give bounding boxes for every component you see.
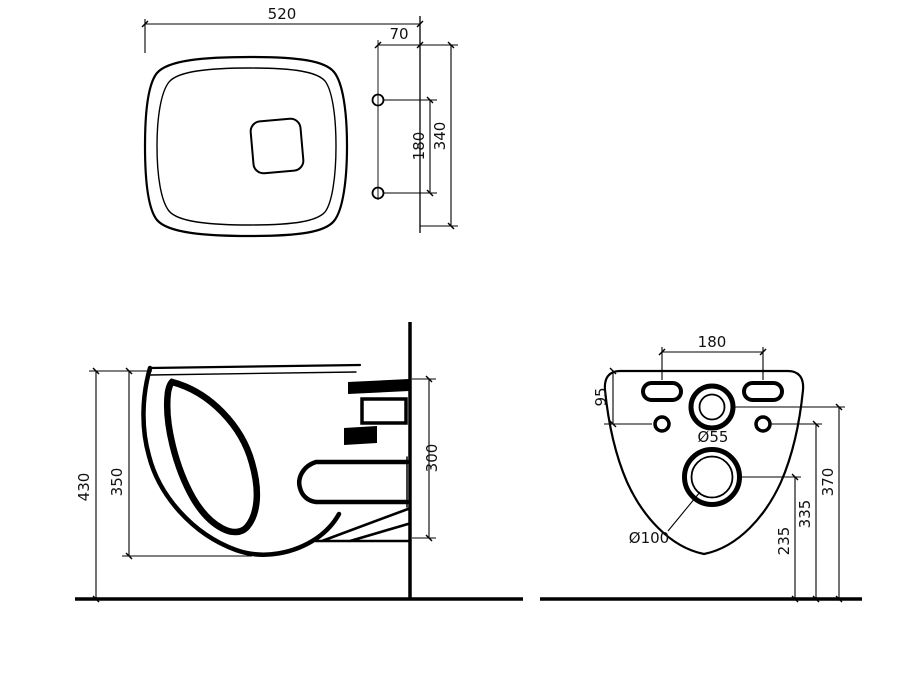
label-outlet-diameter: Ø100 bbox=[629, 491, 701, 547]
dim-label-180-plan: 180 bbox=[410, 132, 428, 161]
rear-body-outline bbox=[603, 369, 805, 556]
dim-label-520: 520 bbox=[268, 5, 297, 23]
bowl-outer-profile bbox=[141, 365, 342, 557]
dim-label-340: 340 bbox=[431, 122, 449, 151]
dim-body-height: 350 bbox=[108, 367, 252, 560]
bowl-inner-rim bbox=[156, 67, 337, 226]
dim-fixing-drop: 95 bbox=[592, 367, 652, 428]
toilet-side-profile bbox=[141, 363, 410, 557]
dim-hole-offset: 70 bbox=[374, 25, 458, 49]
plan-fixing-hole-bottom bbox=[371, 186, 385, 200]
dim-hole-spacing: 180 bbox=[384, 96, 437, 197]
dim-overall-depth: 520 bbox=[141, 5, 424, 53]
side-view: 430 350 300 bbox=[75, 322, 523, 603]
dim-fixing-height: 335 bbox=[771, 420, 822, 603]
rear-fixing-hole-left bbox=[653, 415, 671, 433]
outlet-hole-inner bbox=[690, 455, 734, 499]
dim-fixing-spacing: 180 bbox=[658, 333, 767, 380]
inlet-top-section bbox=[348, 379, 409, 394]
dim-label-180-rear: 180 bbox=[698, 333, 727, 351]
inlet-hole-inner bbox=[698, 393, 726, 421]
dim-label-350: 350 bbox=[108, 468, 126, 497]
dim-inlet-height: 370 bbox=[735, 403, 845, 603]
fixing-slot-left bbox=[641, 381, 683, 402]
dim-label-430: 430 bbox=[75, 473, 93, 502]
drain-opening bbox=[249, 117, 305, 175]
dim-label-o100: Ø100 bbox=[629, 529, 669, 547]
bowl-cavity-profile bbox=[164, 378, 261, 536]
dim-label-335: 335 bbox=[796, 500, 814, 529]
label-inlet-diameter: Ø55 bbox=[698, 428, 729, 446]
dim-label-95: 95 bbox=[592, 387, 610, 406]
rim-top-inner bbox=[149, 371, 357, 376]
dim-label-70: 70 bbox=[389, 25, 408, 43]
mounting-bracket bbox=[314, 507, 410, 543]
bowl-outer-rim bbox=[143, 55, 349, 238]
dim-overall-width: 340 bbox=[420, 41, 458, 230]
dim-outlet-height: 235 bbox=[741, 473, 801, 603]
plan-fixing-hole-top bbox=[371, 93, 385, 107]
dim-total-height: 430 bbox=[75, 367, 152, 603]
outlet-hole-outer bbox=[682, 447, 742, 507]
dim-label-370: 370 bbox=[819, 468, 837, 497]
inlet-hole-outer bbox=[688, 383, 736, 431]
outlet-pipe bbox=[297, 459, 410, 505]
rim-top-outer bbox=[148, 363, 362, 370]
fixing-slot-right bbox=[742, 381, 784, 402]
dim-label-300: 300 bbox=[423, 444, 441, 473]
inlet-foot-section bbox=[344, 426, 377, 445]
rear-view: 180 95 Ø55 Ø100 235 335 370 bbox=[540, 333, 862, 603]
top-view: 520 70 180 340 bbox=[141, 5, 458, 238]
rear-fixing-hole-right bbox=[754, 415, 772, 433]
dim-label-235: 235 bbox=[775, 527, 793, 556]
inlet-box bbox=[360, 397, 408, 425]
dim-rear-height: 300 bbox=[412, 375, 441, 542]
